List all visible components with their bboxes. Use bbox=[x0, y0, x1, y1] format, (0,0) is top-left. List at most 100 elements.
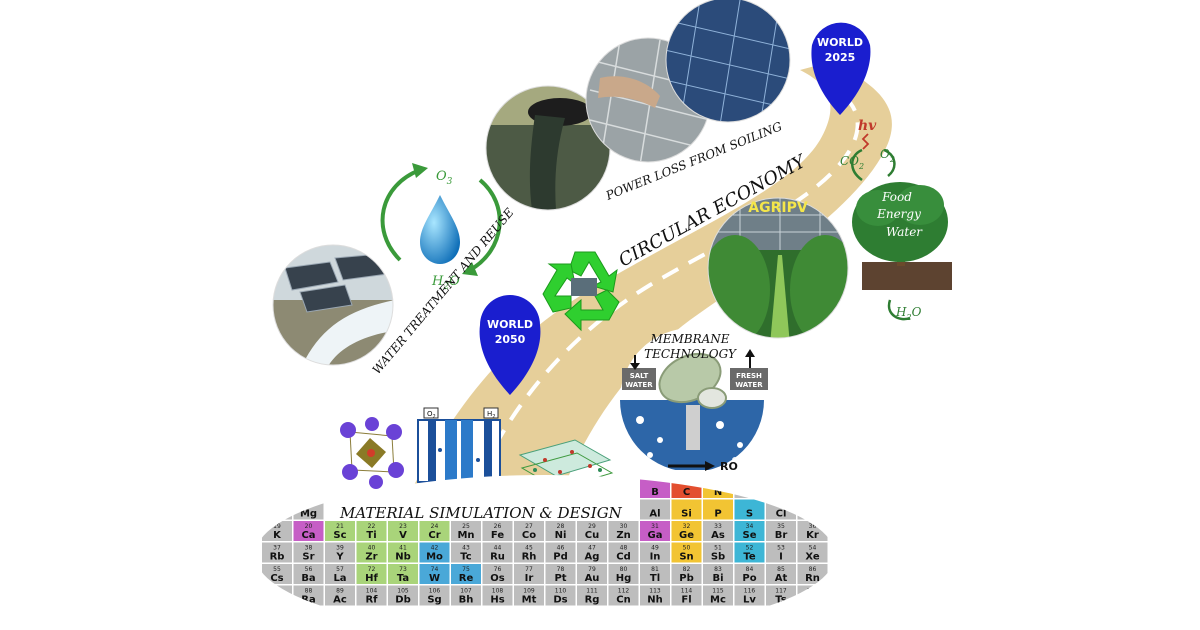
element-symbol: Se bbox=[743, 530, 757, 541]
element-cell: S bbox=[734, 499, 765, 520]
element-number: 27 bbox=[525, 523, 533, 530]
svg-text:CO2: CO2 bbox=[840, 154, 864, 171]
element-symbol: Hf bbox=[365, 573, 378, 584]
element-number: 81 bbox=[651, 566, 659, 573]
element-cell-bg bbox=[703, 542, 733, 563]
element-cell bbox=[766, 478, 796, 498]
element-number: 20 bbox=[305, 523, 313, 530]
element-number: 75 bbox=[462, 566, 470, 573]
element-number: 73 bbox=[399, 566, 407, 573]
road bbox=[380, 62, 892, 555]
element-number: 37 bbox=[273, 545, 281, 552]
element-number: 108 bbox=[492, 588, 504, 595]
element-symbol: O bbox=[745, 487, 754, 498]
element-number: 54 bbox=[809, 545, 817, 552]
element-cell-bg bbox=[608, 585, 639, 606]
element-symbol: Kr bbox=[806, 530, 819, 541]
element-symbol: Tc bbox=[460, 552, 471, 563]
element-cell-bg bbox=[388, 585, 418, 606]
h2o-label: H bbox=[431, 274, 444, 289]
element-symbol: Os bbox=[490, 573, 505, 584]
element-symbol: Og bbox=[805, 595, 821, 606]
ro-label: RO bbox=[720, 460, 738, 473]
element-number: 72 bbox=[368, 566, 376, 573]
element-cell-bg bbox=[766, 521, 796, 541]
element-cell-bg bbox=[546, 478, 576, 498]
element-symbol: Sb bbox=[711, 552, 725, 563]
element-number: 25 bbox=[462, 523, 470, 530]
element-symbol: Ru bbox=[490, 552, 505, 563]
element-symbol: Br bbox=[775, 530, 788, 541]
element-symbol: Ba bbox=[301, 573, 315, 584]
element-cell: Ar bbox=[797, 499, 828, 520]
element-number: 111 bbox=[586, 588, 598, 595]
element-number: 35 bbox=[777, 523, 785, 530]
element-symbol: S bbox=[746, 509, 753, 520]
co2-label: CO bbox=[840, 154, 859, 168]
element-cell-bg bbox=[514, 564, 544, 584]
agripv-label: AGRIPV bbox=[748, 200, 808, 216]
element-cell-bg bbox=[545, 521, 576, 541]
element-symbol: I bbox=[779, 552, 783, 563]
element-symbol: C bbox=[683, 487, 690, 498]
element-cell-bg bbox=[640, 564, 670, 584]
element-cell-bg bbox=[766, 542, 796, 563]
svg-text:H2O: H2O bbox=[431, 274, 460, 292]
element-cell-bg bbox=[325, 478, 355, 498]
element-symbol: Ds bbox=[553, 595, 567, 606]
element-symbol: Ac bbox=[333, 595, 347, 606]
element-symbol: Db bbox=[395, 595, 410, 606]
o3-sub: 3 bbox=[447, 177, 453, 187]
element-cell-bg bbox=[483, 478, 513, 498]
element-cell: P bbox=[703, 499, 733, 520]
light-wave-icon bbox=[861, 133, 870, 150]
element-cell-bg bbox=[514, 521, 544, 541]
element-cell-bg bbox=[514, 585, 544, 606]
element-number: 74 bbox=[431, 566, 439, 573]
element-symbol: Ge bbox=[679, 530, 694, 541]
element-cell-bg bbox=[640, 521, 670, 541]
element-cell: C bbox=[671, 478, 702, 498]
element-cell-bg bbox=[419, 521, 450, 541]
element-cell-bg bbox=[734, 499, 765, 520]
element-symbol: Mn bbox=[457, 530, 474, 541]
element-cell: 74W bbox=[419, 564, 450, 584]
element-symbol: Pb bbox=[679, 573, 694, 584]
electrolyzer-cell: O2 H2 H2O bbox=[417, 407, 514, 501]
element-cell bbox=[483, 478, 513, 498]
photo-solar-panel bbox=[665, 0, 791, 123]
element-number: 106 bbox=[429, 588, 441, 595]
element-symbol: Sg bbox=[427, 595, 441, 606]
element-symbol: Ti bbox=[366, 530, 376, 541]
pin-world-2025: WORLD 2025 bbox=[811, 22, 871, 115]
element-cell: Mg bbox=[293, 499, 324, 520]
element-cell-bg bbox=[703, 585, 733, 606]
element-number: 39 bbox=[336, 545, 344, 552]
element-cell-bg bbox=[293, 521, 324, 541]
element-symbol: Sr bbox=[302, 552, 314, 563]
element-number: 79 bbox=[588, 566, 596, 573]
element-symbol: Nh bbox=[647, 595, 663, 606]
fresh-label-1: FRESH bbox=[736, 372, 762, 380]
element-number: 31 bbox=[651, 523, 659, 530]
element-cell bbox=[514, 478, 544, 498]
o3-label: O bbox=[436, 169, 447, 184]
element-number: 23 bbox=[399, 523, 407, 530]
element-symbol: Bi bbox=[712, 573, 723, 584]
element-cell: Na bbox=[262, 499, 292, 520]
element-number: 24 bbox=[431, 523, 439, 530]
o2-sub: 2 bbox=[889, 155, 895, 164]
